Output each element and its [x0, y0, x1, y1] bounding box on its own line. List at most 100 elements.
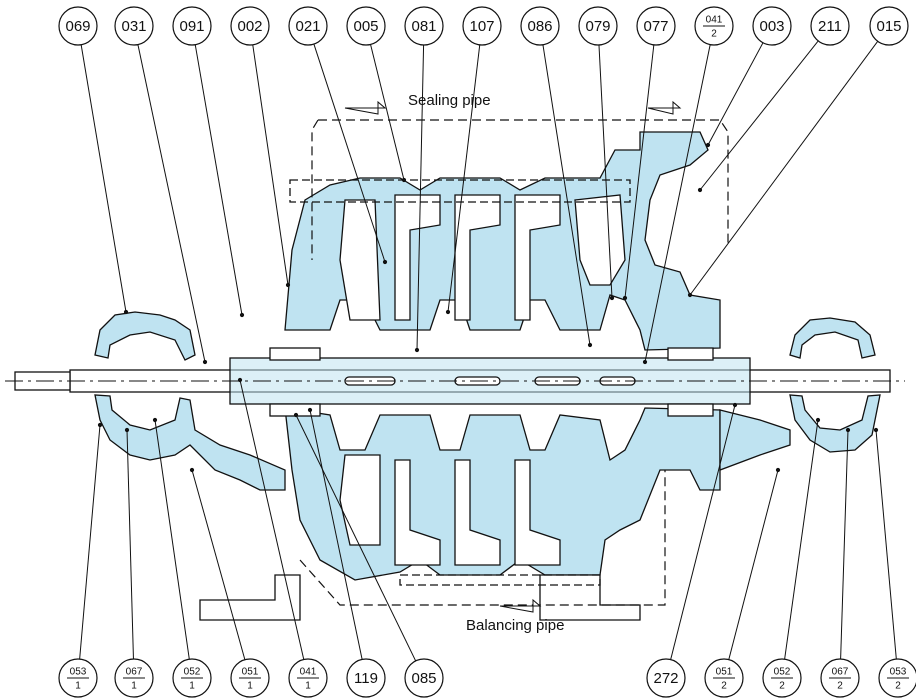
callout-label: 272 [653, 670, 678, 687]
callout-label: 077 [643, 18, 668, 35]
leader-tip-c031 [202, 359, 208, 365]
callout-label: 005 [353, 18, 378, 35]
leader-tip-c069 [123, 309, 129, 315]
callout-c272: 272 [646, 658, 686, 698]
callout-label: 069 [65, 18, 90, 35]
callout-numerator: 067 [832, 667, 849, 678]
callout-label: 091 [179, 18, 204, 35]
leader-line-c272 [670, 404, 736, 660]
callout-denominator: 1 [131, 681, 137, 692]
leader-tip-c091 [239, 312, 245, 318]
callout-c086: 086 [520, 6, 560, 46]
callout-numerator: 052 [774, 667, 791, 678]
callout-circle [646, 658, 686, 698]
leader-line-c069 [80, 44, 127, 313]
callout-denominator: 1 [75, 681, 81, 692]
flow-arrow-sealing-left [344, 100, 387, 115]
leader-line-c003 [707, 42, 764, 146]
callout-numerator: 052 [184, 667, 201, 678]
callout-numerator: 053 [890, 667, 907, 678]
leader-line-c052_1 [154, 419, 190, 660]
callout-circle [462, 6, 502, 46]
callout-c005: 005 [346, 6, 386, 46]
leader-line-c005 [370, 44, 405, 181]
balancing-pipe-line [299, 470, 666, 606]
callout-numerator: 053 [70, 667, 87, 678]
leader-line-c119 [309, 409, 363, 660]
callout-circle [578, 6, 618, 46]
impeller-cavity-7 [394, 459, 441, 566]
callout-denominator: 1 [305, 681, 311, 692]
callout-numerator: 051 [242, 667, 259, 678]
sealing-pipe-line [311, 119, 729, 260]
leader-line-c031 [137, 44, 206, 363]
callout-c079: 079 [578, 6, 618, 46]
callout-label: 119 [354, 670, 378, 687]
leader-line-c051_1 [191, 469, 246, 660]
callout-circle [404, 6, 444, 46]
leader-tip-c041_2 [642, 359, 648, 365]
leader-line-c053_2 [875, 429, 897, 660]
callout-denominator: 2 [721, 681, 727, 692]
callout-circle [869, 6, 909, 46]
callout-denominator: 1 [189, 681, 195, 692]
leader-tip-c107 [445, 309, 451, 315]
flow-arrow-sealing-right [647, 100, 682, 115]
callout-circle [520, 6, 560, 46]
callout-label: 031 [121, 18, 146, 35]
leader-line-c211 [699, 40, 819, 191]
callout-denominator: 1 [247, 681, 253, 692]
leader-tip-c086 [587, 342, 593, 348]
leader-line-c053_1 [79, 424, 101, 660]
leader-line-c077 [624, 44, 655, 299]
leader-tip-c052_2 [815, 417, 821, 423]
packing-right-lower [667, 403, 714, 417]
leader-tip-c051_2 [775, 467, 781, 473]
right-bearing-housing-lower [789, 394, 881, 453]
right-bearing-housing [789, 317, 876, 359]
callout-c081: 081 [404, 6, 444, 46]
callout-label: 085 [411, 670, 436, 687]
callout-numerator: 041 [300, 667, 317, 678]
leader-line-c107 [447, 44, 481, 313]
leader-tip-c003 [705, 142, 711, 148]
leader-tip-c081 [414, 347, 420, 353]
leader-tip-c005 [401, 177, 407, 183]
impeller-cavity-9 [514, 459, 561, 566]
leader-line-c086 [542, 44, 591, 346]
leader-tip-c119 [307, 407, 313, 413]
callout-label: 079 [585, 18, 610, 35]
leader-line-c091 [194, 44, 243, 316]
callout-circle [114, 6, 154, 46]
leader-tip-c052_1 [152, 417, 158, 423]
callout-circle [58, 6, 98, 46]
impeller-cavity-2 [394, 194, 441, 321]
callout-c031: 031 [114, 6, 154, 46]
callout-label: 107 [469, 18, 494, 35]
leader-lines [79, 40, 897, 662]
leader-line-c041_1 [239, 379, 305, 660]
callout-c003: 003 [752, 6, 792, 46]
callout-c085: 085 [404, 658, 444, 698]
impeller-cavity-4 [514, 194, 561, 321]
leader-line-c015 [689, 40, 879, 296]
leader-tip-c015 [687, 292, 693, 298]
impeller-cavity-8 [454, 459, 501, 566]
leader-tip-c067_2 [845, 427, 851, 433]
callout-denominator: 2 [895, 681, 901, 692]
left-foot [199, 574, 301, 621]
leader-tip-c053_1 [97, 422, 103, 428]
leader-line-c067_2 [840, 429, 849, 660]
flow-arrow-balancing [499, 598, 542, 613]
callout-c069: 069 [58, 6, 98, 46]
callout-circle [810, 6, 850, 46]
callout-circle [346, 6, 386, 46]
left-bearing-housing [94, 311, 196, 361]
